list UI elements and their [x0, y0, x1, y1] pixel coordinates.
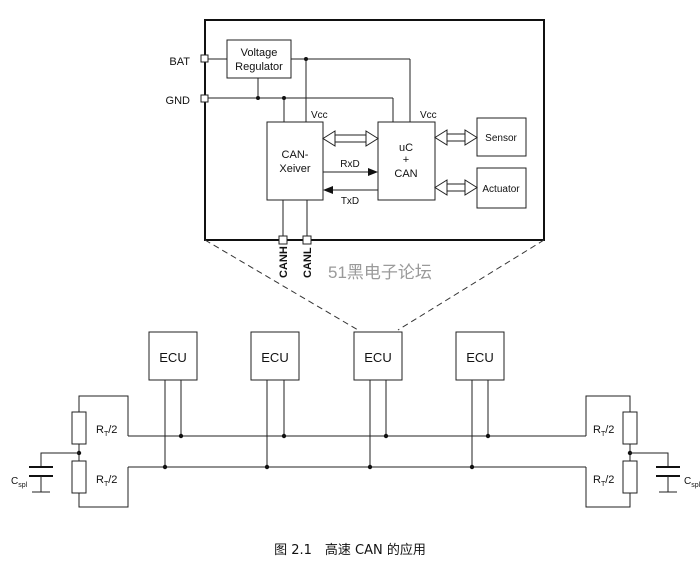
svg-text:ECU: ECU — [159, 350, 186, 365]
actuator-arrow-icon — [434, 179, 478, 196]
sensor-label: Sensor — [485, 133, 517, 144]
rt2-label-left-top: RT/2 — [96, 424, 117, 438]
watermark: 51黑电子论坛 — [328, 263, 432, 282]
resistor-right-bottom — [622, 460, 638, 494]
figure-caption: 图 2.1 高速 CAN 的应用 — [274, 542, 426, 558]
ecu-module-frame — [204, 19, 545, 241]
uc-label-3: CAN — [394, 168, 417, 180]
bidirectional-arrow-icon — [322, 130, 379, 147]
transceiver-label-2: Xeiver — [279, 163, 311, 175]
svg-text:ECU: ECU — [466, 350, 493, 365]
uc-can-block — [377, 121, 436, 201]
rt2-label-right-top: RT/2 — [593, 424, 614, 438]
ecu-node-2: ECU — [250, 331, 300, 470]
voltage-regulator-label-1: Voltage — [241, 47, 278, 59]
cspl-label-right: Cspl — [684, 476, 700, 489]
vcc-right-label: Vcc — [420, 110, 437, 121]
transceiver-label-1: CAN- — [282, 149, 309, 161]
rt2-label-left-bottom: RT/2 — [96, 474, 117, 488]
left-termination — [29, 395, 129, 508]
canl-pin — [302, 235, 312, 245]
canl-label: CANL — [302, 247, 314, 278]
gnd-pin — [200, 94, 209, 103]
gnd-label: GND — [166, 95, 191, 107]
ecu-node-1: ECU — [148, 331, 198, 470]
rxd-label: RxD — [340, 159, 359, 170]
uc-label-1: uC — [399, 142, 413, 154]
svg-text:ECU: ECU — [261, 350, 288, 365]
cspl-label-left: Cspl — [11, 476, 28, 489]
txd-arrow-icon — [323, 186, 333, 194]
bat-pin — [200, 54, 209, 63]
uc-label-2: + — [403, 154, 409, 166]
sensor-block — [476, 117, 527, 157]
ecu-node-3: ECU — [353, 331, 403, 470]
vcc-left-label: Vcc — [311, 110, 328, 121]
zoom-line-right — [397, 239, 545, 331]
svg-text:ECU: ECU — [364, 350, 391, 365]
resistor-left-top — [71, 411, 87, 445]
resistor-right-top — [622, 411, 638, 445]
actuator-block — [476, 167, 527, 209]
ecu-node-4: ECU — [455, 331, 505, 470]
resistor-left-bottom — [71, 460, 87, 494]
voltage-regulator-block — [226, 39, 292, 79]
rt2-label-right-bottom: RT/2 — [593, 474, 614, 488]
bat-label: BAT — [169, 56, 190, 68]
rxd-arrow-icon — [368, 168, 378, 176]
right-termination — [585, 395, 680, 508]
can-transceiver-block — [266, 121, 324, 201]
canh-label: CANH — [278, 246, 290, 278]
canh-pin — [278, 235, 288, 245]
actuator-label: Actuator — [482, 184, 520, 195]
txd-label: TxD — [341, 196, 359, 207]
sensor-arrow-icon — [434, 129, 478, 146]
voltage-regulator-label-2: Regulator — [235, 61, 283, 73]
